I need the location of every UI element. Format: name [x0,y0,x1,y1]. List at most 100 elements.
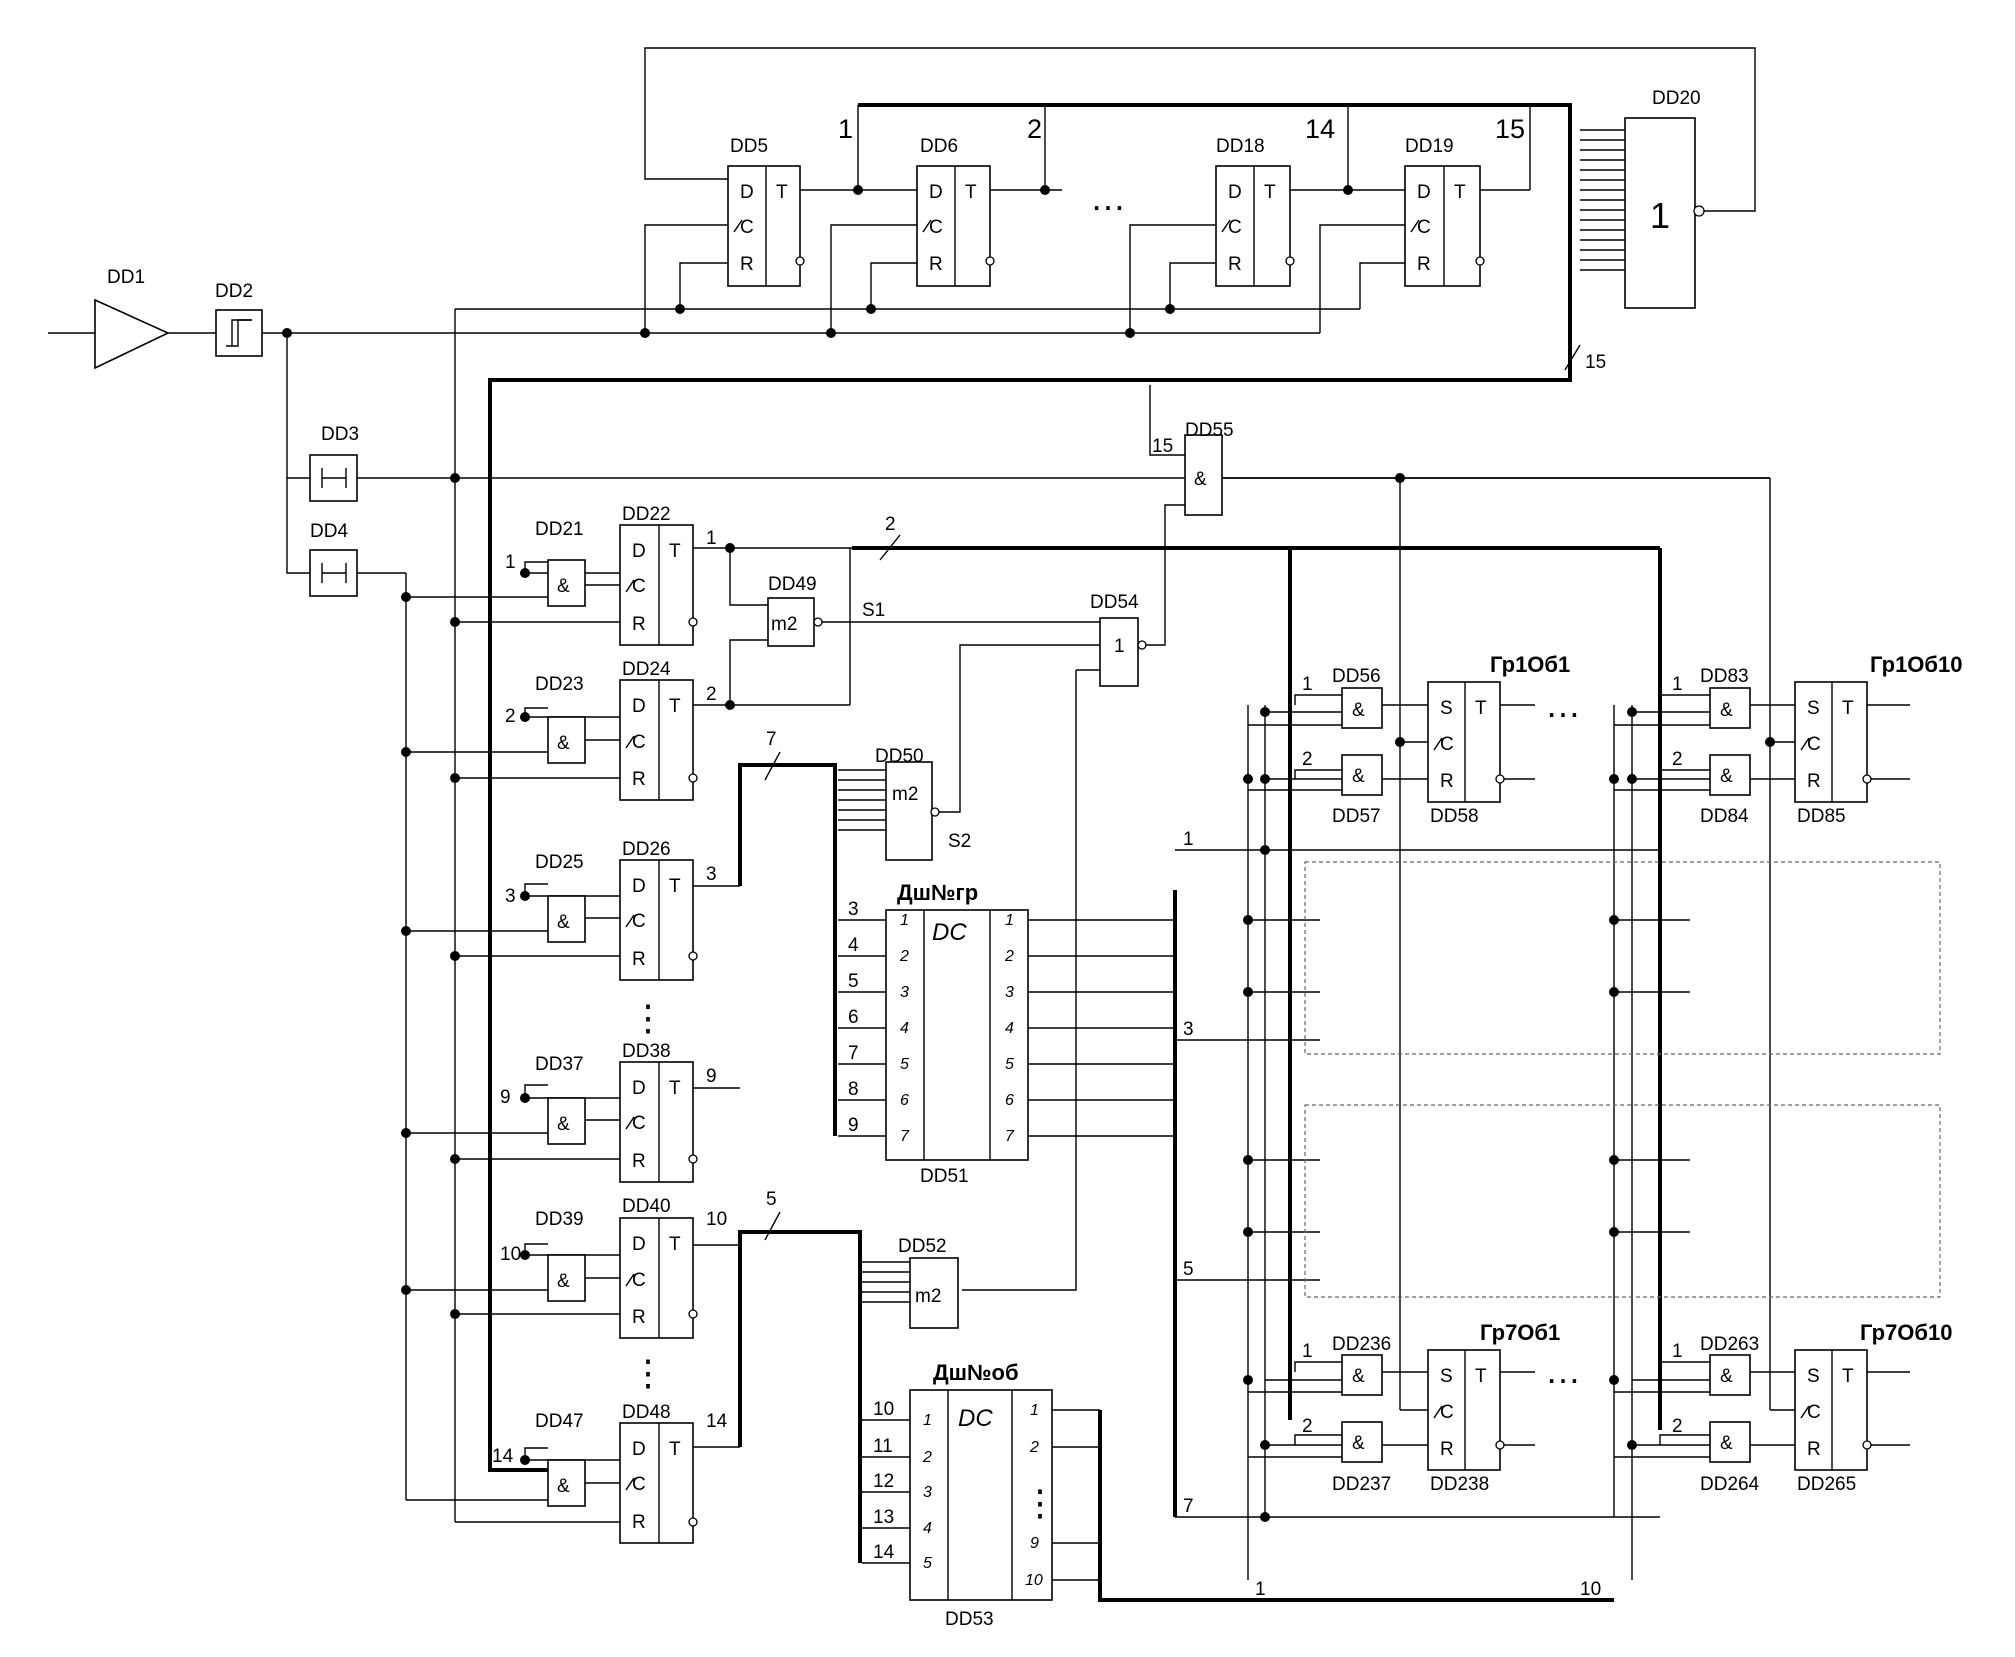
dd54-or: 1 DD54 [1090,592,1147,687]
dd2-schmitt: DD2 [215,281,263,357]
label: 9 [706,1066,717,1087]
label: C [632,911,646,932]
label: T [1842,1366,1854,1387]
label: 5 [766,1189,777,1210]
label: D [1417,182,1431,203]
dd4-delay: DD4 [309,521,358,597]
label: R [929,254,943,275]
label: T [669,541,681,562]
label: DD24 [622,659,671,680]
label: 6 [1005,1092,1014,1109]
label: T [1454,182,1466,203]
label: R [1228,254,1242,275]
label: 1 [1672,674,1683,695]
placeholder-block-2 [1304,1104,1941,1298]
label: DD49 [768,574,817,595]
label: T [669,1078,681,1099]
label: 1 [923,1412,932,1429]
label: & [1352,700,1365,721]
label: & [557,733,570,754]
label: 5 [1005,1056,1014,1073]
label: T [669,1439,681,1460]
label: C [1417,217,1431,238]
label: C [1807,734,1821,755]
dd22-flipflop: D C R T DD22 [619,504,698,646]
label: 1 [900,912,909,929]
label: 2 [1027,114,1042,144]
label: DD48 [622,1402,671,1423]
label: 4 [923,1520,932,1537]
label: m2 [771,614,797,635]
label: T [776,182,788,203]
label: 1 [1183,829,1194,850]
label: DD52 [898,1236,947,1257]
label: T [1475,698,1487,719]
vertical-ellipsis-2: ⋮ [630,1352,666,1393]
label: R [632,1151,646,1172]
dd50-xor: m2 DD50 [875,746,940,861]
label: 7 [900,1128,910,1145]
label: 4 [1005,1020,1014,1037]
dd23-and: & DD23 [535,674,586,764]
label: DD236 [1332,1334,1391,1355]
label: DD83 [1700,666,1749,687]
dd40-flipflop: D C R T DD40 [619,1196,698,1339]
label: 10 [1580,1579,1601,1600]
label: 15 [1495,114,1525,144]
dd5-label: DD5 [730,136,768,157]
label: 14 [492,1446,514,1467]
title-g7o10: Гр7Об10 [1860,1320,1952,1345]
label: R [1807,771,1821,792]
label: C [929,217,943,238]
label: T [1842,698,1854,719]
label: 2 [922,1449,932,1466]
label: & [1352,766,1365,787]
s1-signal: S1 [862,600,885,621]
title-g7o1: Гр7Об1 [1480,1320,1560,1345]
dd2-label: DD2 [215,281,253,302]
label: & [557,576,570,597]
label: 2 [505,706,516,727]
cell-g7-o1: & DD236 & DD237 S C R T DD238 Гр7Об1 1 2 [1302,1320,1560,1495]
dd20-label: DD20 [1652,88,1701,109]
dd3-label: DD3 [321,424,359,445]
label: 14 [1305,114,1335,144]
label: D [632,1078,646,1099]
label: ⋮ [1022,1482,1058,1523]
dd5-flipflop: D C R T DD5 [727,136,805,287]
label: C [632,1113,646,1134]
label: DD84 [1700,806,1749,827]
dd52-xor: m2 DD52 [898,1236,959,1329]
title-g1o10: Гр1Об10 [1870,652,1962,677]
dd19-label: DD19 [1405,136,1454,157]
label: 3 [848,899,859,920]
dd20-inputs [1580,129,1625,271]
s2-signal: S2 [948,831,971,852]
wires [48,47,1910,1581]
dd53-input-labels: 10 11 12 13 14 [873,1399,895,1563]
cell-g1-o1: & DD56 & DD57 S C R T DD58 Гр1Об1 1 2 [1302,652,1570,827]
vertical-ellipsis-1: ⋮ [630,997,666,1038]
label: 7 [766,729,777,750]
dd18-label: DD18 [1216,136,1265,157]
label: R [1417,254,1431,275]
buses [488,103,1662,1602]
label: D [632,876,646,897]
label: 9 [1030,1535,1039,1552]
label: DD56 [1332,666,1381,687]
label: 9 [500,1087,511,1108]
label: & [557,1476,570,1497]
label: DD21 [535,519,584,540]
label: C [632,1474,646,1495]
label: T [965,182,977,203]
dd48-flipflop: D C R T DD48 [619,1402,698,1544]
ellipsis-top: … [1090,177,1126,218]
label: 2 [1004,948,1014,965]
label: DD58 [1430,806,1479,827]
label: 2 [1672,1416,1683,1437]
label: C [1228,217,1242,238]
label: DD50 [875,746,924,767]
label: m2 [892,784,918,805]
label: D [632,1234,646,1255]
label: DD40 [622,1196,671,1217]
